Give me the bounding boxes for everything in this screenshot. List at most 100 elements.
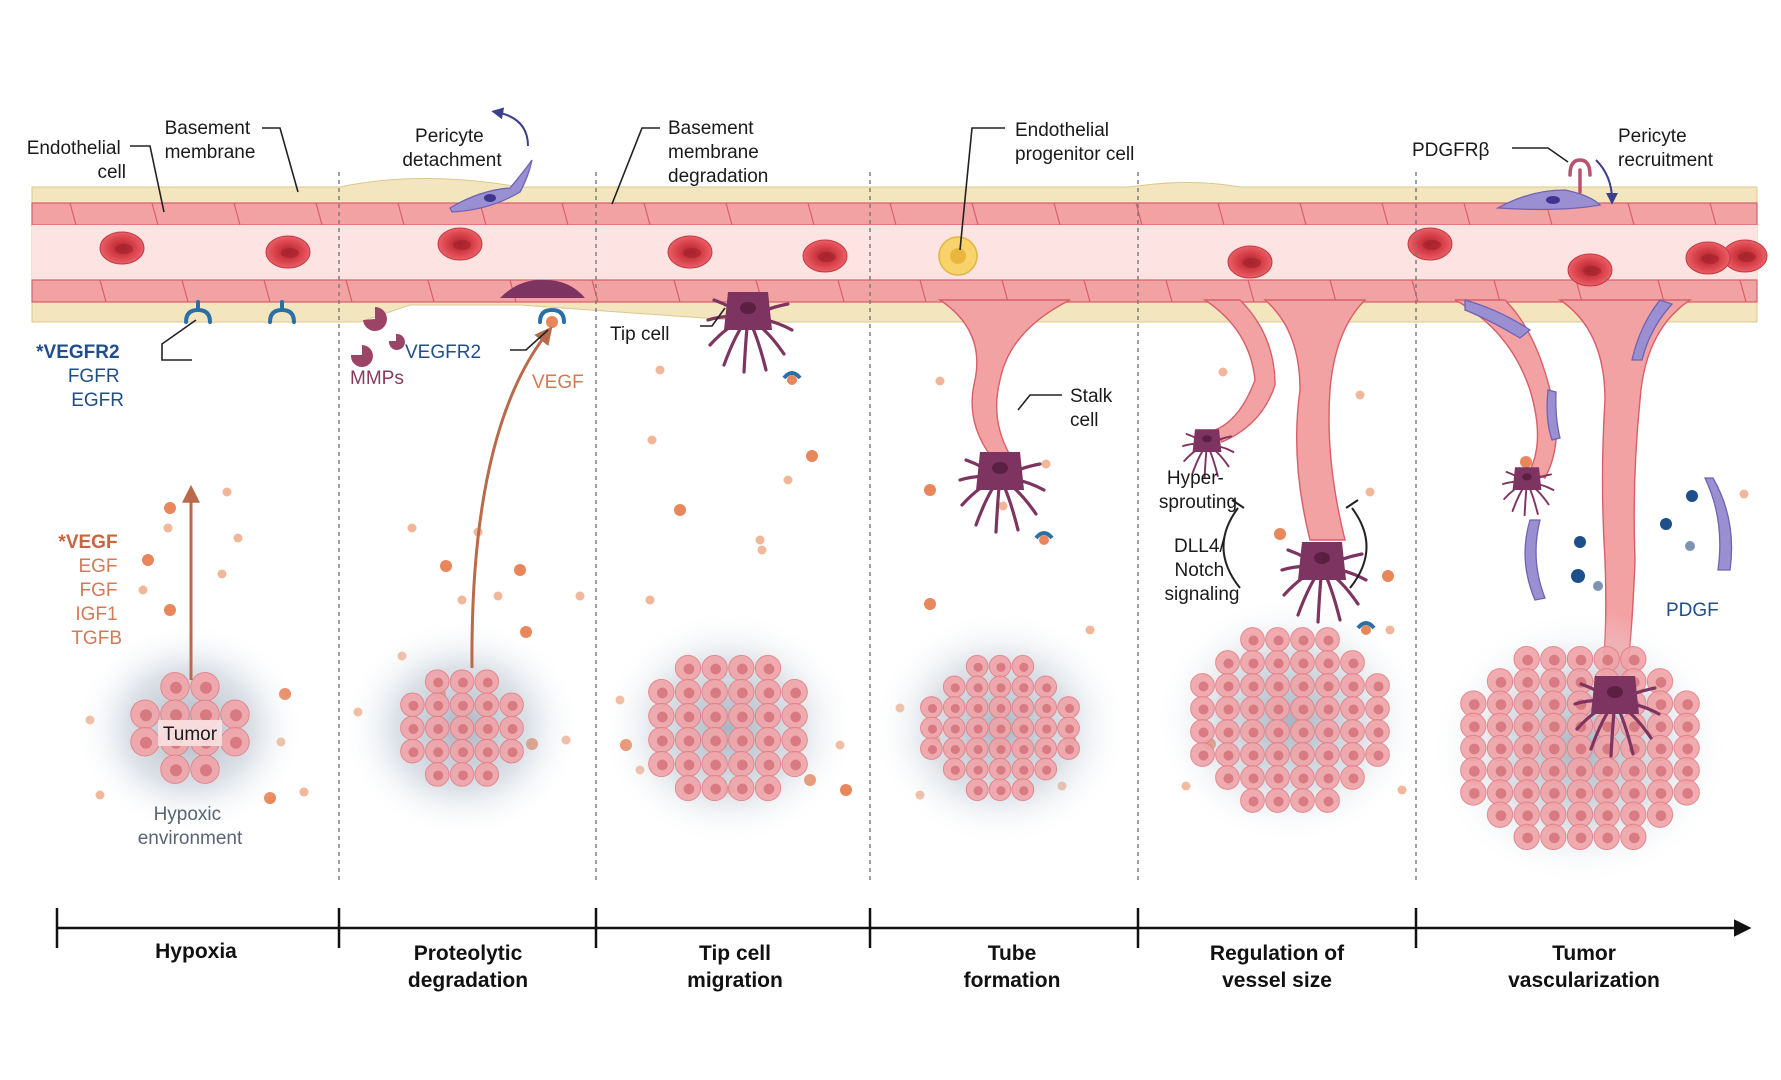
vegf-particle [222,487,232,497]
vegf-particle [164,604,176,616]
vegfr2-label: VEGFR2 [405,342,481,363]
red-blood-cell [1567,253,1613,287]
cell-border [263,279,271,303]
cell-border [427,279,435,303]
receptors-label: *VEGFR2 FGFR EGFR [36,342,124,411]
pericytes [449,159,1733,601]
cell-border [1299,202,1307,226]
vegf-particle [217,569,227,579]
vegf-particle [1355,390,1365,400]
hypersprouting-label: Hyper- sprouting [1159,468,1237,513]
vegf-particle [514,564,526,576]
receptor-icon [782,371,802,380]
vegf-particle [1365,487,1375,497]
pdgfrb-receptor-icon [1568,158,1592,194]
annotation-labels: Endothelial cell Basement membrane *VEGF… [27,118,1719,849]
pericyte-free-1 [1524,519,1546,601]
mmps-label: MMPs [350,368,404,389]
vegf-particle [1274,528,1286,540]
cell-border [1247,279,1255,303]
red-blood-cell [1685,241,1731,275]
vegf-particle [645,595,655,605]
vegf-curved-arrow [470,326,553,669]
cell-border [181,279,189,303]
cell-border [1657,279,1665,303]
cell-border [1217,202,1225,226]
cell-border [233,202,241,226]
vegf-particle [138,585,148,595]
vegf-particle [1520,456,1532,468]
cell-border [1083,279,1091,303]
tip-cell [1280,542,1376,635]
vegf-particle [998,501,1008,511]
cell-border [1329,279,1337,303]
cell-border [673,279,681,303]
cell-border [1627,202,1635,226]
growth-factors-label: *VEGF EGF FGF IGF1 TGFB [58,532,122,649]
cell-border [1575,279,1583,303]
vegf-particle [1382,570,1394,582]
sprouts [937,299,1693,691]
cell-border [1411,279,1419,303]
hypoxic-environment-label: Hypoxic environment [138,804,243,849]
notch-inhibition-right-bar [1345,499,1359,509]
vegf-particle [935,376,945,386]
red-blood-cell [802,239,848,273]
cell-border [151,202,159,226]
notch-inhibition-left [1222,507,1241,589]
leader-lines [130,127,1569,411]
cell-border [889,202,897,226]
tumor-mass [1430,610,1730,886]
red-blood-cell [1407,227,1453,261]
pericyte-free-2 [1703,477,1733,571]
vegf-particle [407,523,417,533]
vegf-particle [163,523,173,533]
basement-membrane-label: Basement membrane [165,118,256,163]
pericyte-detaching [449,159,533,213]
activated-endothelial-cell [500,279,585,298]
vegf-particle [924,484,936,496]
pericyte-recruitment-label: Pericyte recruitment [1618,126,1714,171]
cell-border [1381,202,1389,226]
stalk-cell-label: Stalk cell [1070,386,1118,431]
vegf-particle [1218,367,1228,377]
cell-border [1463,202,1471,226]
cell-border [1493,279,1501,303]
receptor-icon [538,307,566,324]
cell-border [345,279,353,303]
sprout-regulation-right [1263,299,1367,541]
vegf-particle [755,535,765,545]
endothelial-progenitor-cell [938,236,978,276]
pericyte-sprout-3 [1631,299,1674,361]
pdgf-label: PDGF [1666,600,1719,621]
vegf-particle [164,502,176,514]
tumor-mass [342,617,582,839]
tip-cells [706,292,1661,758]
vegf-particle [1385,625,1395,635]
cell-border [643,202,651,226]
vegf-particle [674,504,686,516]
tip-cell [1573,676,1661,758]
notch-inhibition-left-bar [1231,499,1245,509]
tumor-mass [1155,595,1425,845]
vegf-particle [783,475,793,485]
vegf-particle [806,450,818,462]
cell-border [1001,279,1009,303]
recruitment-arrow [1595,159,1618,205]
dll4-label: DLL4/ Notch signaling [1165,536,1240,605]
cell-border [919,279,927,303]
stage-label: Hypoxia [155,940,237,963]
tip-cell [706,292,802,385]
cell-border [971,202,979,226]
cell-border [807,202,815,226]
vegf-particle [440,560,452,572]
detachment-arrow [491,107,529,147]
cell-border [99,279,107,303]
cell-border [1165,279,1173,303]
vegf-particle [1085,625,1095,635]
